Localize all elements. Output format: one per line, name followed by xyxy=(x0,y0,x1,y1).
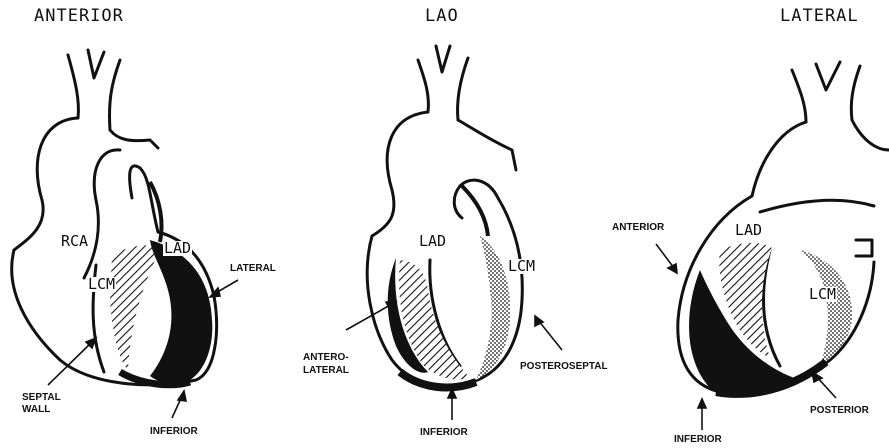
lateral-upper-line xyxy=(760,200,874,212)
lao-anterolateral-label: ANTERO- xyxy=(303,352,349,364)
lao-lateral-label: LATERAL xyxy=(303,365,349,377)
lateral-view-title: LATERAL xyxy=(780,6,859,26)
anterior-vessel-left xyxy=(68,55,78,118)
lao-shading xyxy=(388,186,510,387)
anterior-lcm-label: LCM xyxy=(87,277,116,292)
anterior-rca-label: RCA xyxy=(60,234,89,249)
lateral-lad-label: LAD xyxy=(734,223,763,238)
anterior-vessel-right xyxy=(109,60,120,130)
anterior-septal-label: SEPTAL xyxy=(22,392,61,404)
lateral-vessel-mid xyxy=(816,62,840,90)
anterior-inferior-label: INFERIOR xyxy=(150,426,198,438)
lao-vessel-right xyxy=(457,58,468,120)
lateral-shading xyxy=(689,243,852,394)
arrow-lao-posteroseptal xyxy=(538,320,562,350)
anterior-appendage xyxy=(130,166,140,198)
anterior-lad-label: LAD xyxy=(163,241,192,256)
lateral-posterior-label: POSTERIOR xyxy=(810,405,869,417)
anterior-wall-label: WALL xyxy=(22,404,50,416)
lao-view-title: LAO xyxy=(425,6,459,26)
lao-vessel-left xyxy=(418,60,428,112)
lao-posteroseptal-label: POSTEROSEPTAL xyxy=(520,361,608,373)
lao-inferior-label: INFERIOR xyxy=(420,427,468,439)
anterior-aorta-arch xyxy=(110,130,158,148)
lateral-aorta-left xyxy=(752,122,806,196)
lao-lad-label: LAD xyxy=(418,234,447,249)
lateral-lcm-label: LCM xyxy=(808,287,837,302)
lateral-vessel-right xyxy=(851,66,860,120)
lateral-inferior-label: INFERIOR xyxy=(674,434,722,446)
lao-vessel-mid xyxy=(436,46,450,72)
lao-aorta-arch xyxy=(458,120,516,170)
lateral-bracket xyxy=(856,240,872,256)
anterior-aorta-left xyxy=(14,118,78,250)
anterior-lateral-label: LATERAL xyxy=(230,263,276,275)
arrow-lateral-anterior xyxy=(656,244,674,268)
lao-aorta-left xyxy=(372,112,428,236)
lateral-aorta-right xyxy=(852,120,889,150)
arrow-anterior-septal xyxy=(48,342,92,385)
anterior-shading xyxy=(110,182,212,385)
anterior-view-title: ANTERIOR xyxy=(34,6,124,26)
lateral-anterior-label: ANTERIOR xyxy=(612,222,664,234)
lao-lcm-label: LCM xyxy=(507,259,536,274)
arrow-lao-anterolateral xyxy=(346,304,392,330)
lao-appendage xyxy=(454,186,462,218)
anterior-vessel-mid xyxy=(88,50,104,78)
lateral-vessel-left xyxy=(792,70,806,122)
